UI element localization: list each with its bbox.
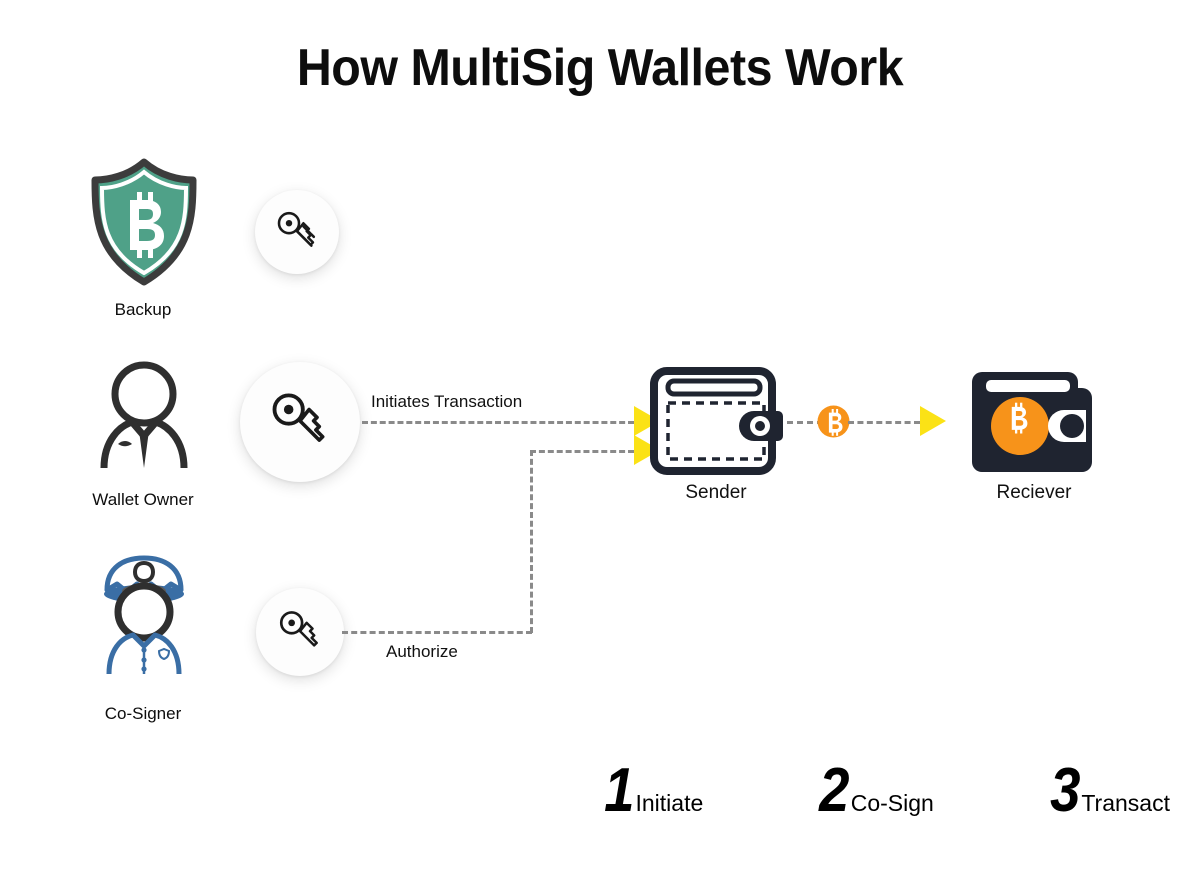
wallet-outline-icon [650,367,790,475]
flow-label-initiates: Initiates Transaction [371,392,523,411]
key-icon [277,211,316,247]
connector-authorize-line-1 [342,631,532,634]
node-label-sender: Sender [685,482,747,503]
key-circle-backup[interactable] [255,190,339,274]
node-label-reciever: Reciever [996,482,1072,503]
legend-text-3: Transact [1081,790,1170,816]
legend-item-3: 3 Transact [1046,760,1170,822]
legend-text-2: Co-Sign [850,790,934,816]
police-officer-icon [85,550,203,675]
businessman-icon [88,358,200,470]
key-icon [272,393,325,442]
legend-item-1: 1 Initiate [600,760,703,822]
legend-number-2: 2 [819,756,850,825]
actor-label-co-signer: Co-Signer [104,704,182,723]
legend-number-1: 1 [604,756,635,825]
actor-label-wallet-owner: Wallet Owner [92,490,194,509]
connector-initiates-line [362,421,634,424]
key-icon [279,611,318,647]
bitcoin-coin-icon [817,405,850,438]
connector-transact-line-1 [787,421,823,424]
steps-legend: 1 Initiate 2 Co-Sign 3 Transact [600,760,1170,830]
legend-item-2: 2 Co-Sign [815,756,934,825]
connector-transact-line-2 [848,421,920,424]
connector-authorize-line-2 [530,450,533,633]
wallet-filled-bitcoin-icon [968,368,1098,476]
legend-number-3: 3 [1050,756,1081,825]
connector-transact-arrow [920,406,946,436]
connector-authorize-line-3 [530,450,634,453]
key-circle-co-signer[interactable] [256,588,344,676]
flow-label-authorize: Authorize [386,642,458,661]
legend-text-1: Initiate [635,790,704,816]
shield-bitcoin-icon [88,158,200,286]
page-title: How MultiSig Wallets Work [296,39,904,97]
key-circle-wallet-owner[interactable] [240,362,360,482]
actor-label-backup: Backup [114,300,172,319]
